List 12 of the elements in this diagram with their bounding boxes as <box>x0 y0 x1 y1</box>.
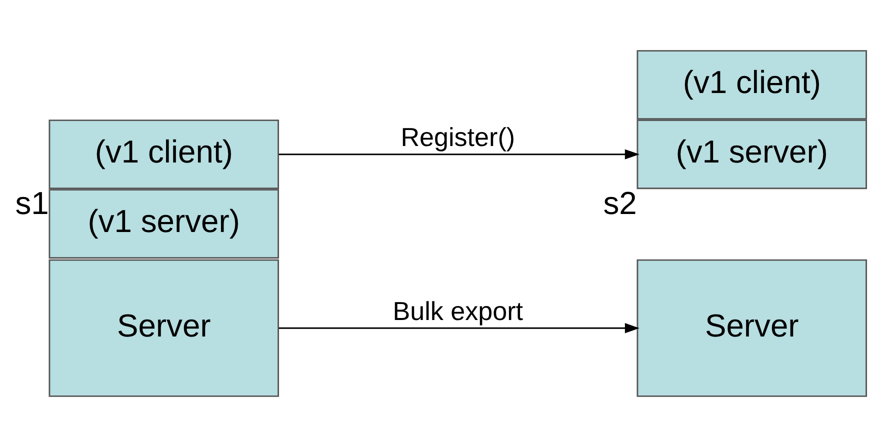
node-box: (v1 server) <box>48 188 280 258</box>
edge-label: Register() <box>400 122 516 152</box>
edge-label: Bulk export <box>392 296 524 326</box>
node-box: Server <box>636 258 868 396</box>
arrow <box>278 148 640 159</box>
node-box: (v1 client) <box>636 50 868 120</box>
node-box: (v1 server) <box>636 119 868 189</box>
node-box: Server <box>48 258 280 396</box>
node-label: s1 <box>15 184 49 220</box>
node-label: s2 <box>603 184 637 220</box>
node-box: (v1 client) <box>48 119 280 189</box>
arrow <box>278 322 640 333</box>
